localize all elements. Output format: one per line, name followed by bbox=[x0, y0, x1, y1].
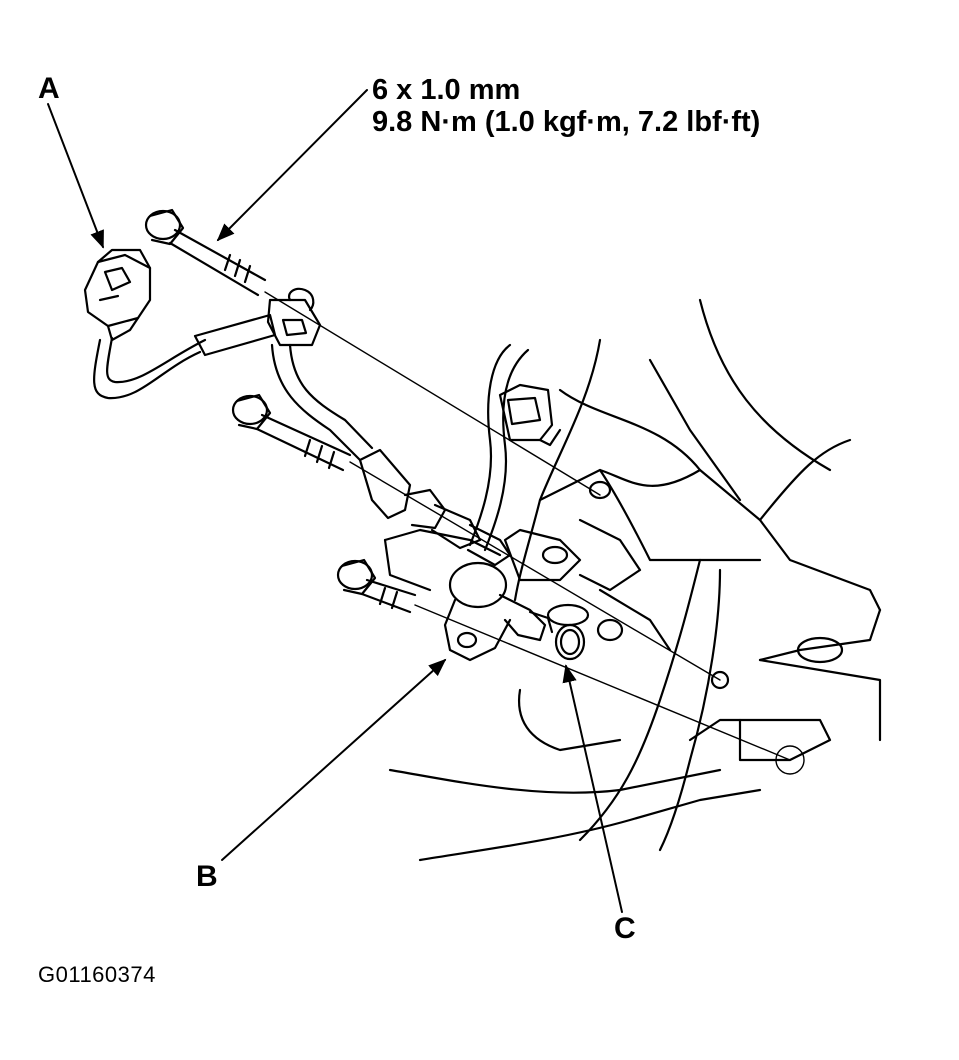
alignment-lines bbox=[264, 291, 805, 775]
bolt-lower bbox=[336, 558, 417, 614]
bolt-middle bbox=[231, 393, 352, 472]
callout-c: C bbox=[614, 912, 636, 945]
bolt-torque-label: 9.8 N·m (1.0 kgf·m, 7.2 lbf·ft) bbox=[372, 106, 761, 138]
connector-a bbox=[83, 248, 152, 342]
secondary-harness bbox=[468, 343, 562, 552]
leader-b bbox=[221, 658, 447, 861]
leader-arrows bbox=[47, 89, 623, 913]
figure-id: G01160374 bbox=[38, 962, 156, 987]
engine-block bbox=[383, 298, 882, 862]
o-ring-c bbox=[554, 623, 586, 661]
bolt-size-label: 6 x 1.0 mm bbox=[372, 74, 521, 106]
leader-a bbox=[47, 103, 104, 249]
sensor-b bbox=[443, 561, 554, 662]
callout-a: A bbox=[38, 72, 60, 105]
bolt-top bbox=[144, 208, 267, 297]
callout-b: B bbox=[196, 860, 218, 893]
leader-spec bbox=[216, 89, 368, 242]
sensor-harness bbox=[93, 287, 512, 567]
leader-c bbox=[562, 664, 623, 913]
